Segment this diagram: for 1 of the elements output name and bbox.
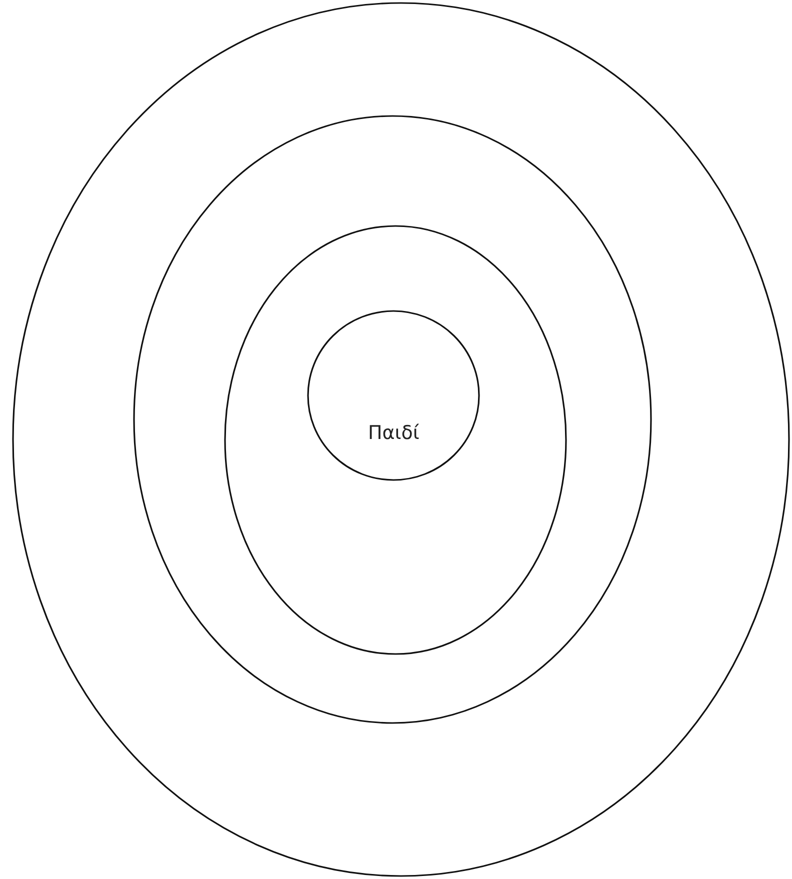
- node-label: Παιδί: [368, 422, 420, 444]
